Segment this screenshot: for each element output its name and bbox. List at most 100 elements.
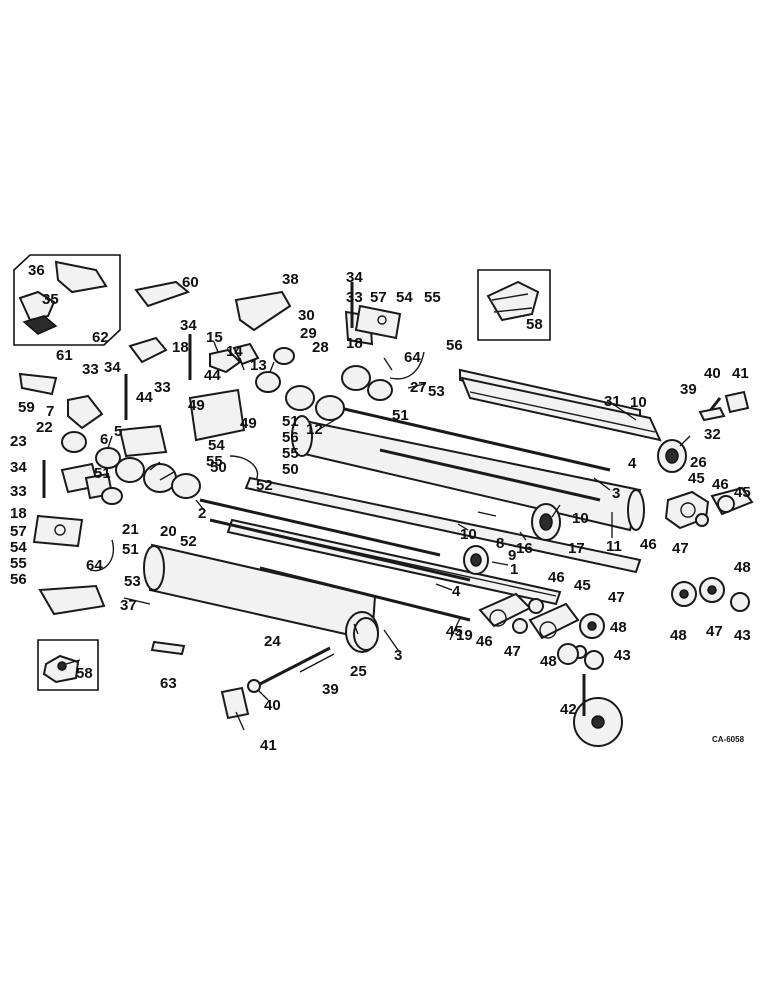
callout-18: 18: [10, 505, 27, 522]
callout-labels: 1 2 3 3 4 4 5 6 7 8 9 10 10 10 11 12 13 …: [10, 262, 751, 754]
callout-54: 54: [208, 437, 225, 454]
callout-33: 33: [346, 289, 363, 306]
callout-60: 60: [182, 274, 199, 291]
callout-38: 38: [282, 271, 299, 288]
callout-8: 8: [496, 535, 504, 552]
upper-roller: [291, 415, 645, 532]
callout-48: 48: [734, 559, 751, 576]
callout-64: 64: [86, 557, 103, 574]
callout-34: 34: [180, 317, 197, 334]
callout-50: 50: [282, 461, 299, 478]
callout-18: 18: [172, 339, 189, 356]
callout-42: 42: [560, 701, 577, 718]
callout-55: 55: [282, 445, 299, 462]
seals: [512, 513, 709, 659]
rod-39-assembly: [220, 390, 750, 720]
callout-24: 24: [264, 633, 281, 650]
callout-58: 58: [526, 316, 543, 333]
callout-51: 51: [392, 407, 409, 424]
callout-2: 2: [198, 505, 206, 522]
leader-lines: [65, 341, 691, 731]
callout-59: 59: [18, 399, 35, 416]
callout-48: 48: [610, 619, 627, 636]
callout-15: 15: [206, 329, 223, 346]
callout-52: 52: [180, 533, 197, 550]
top-bar-31: [460, 376, 662, 442]
callout-45: 45: [734, 484, 751, 501]
callout-29: 29: [300, 325, 317, 342]
callout-47: 47: [608, 589, 625, 606]
callout-10: 10: [630, 394, 647, 411]
callout-20: 20: [160, 523, 177, 540]
callout-39: 39: [322, 681, 339, 698]
callout-34: 34: [10, 459, 27, 476]
callout-11: 11: [606, 538, 622, 555]
callout-26: 26: [690, 454, 707, 471]
callout-4: 4: [452, 583, 461, 600]
callout-9: 9: [508, 547, 516, 564]
callout-55: 55: [10, 555, 27, 572]
callout-3: 3: [612, 485, 620, 502]
callout-46: 46: [476, 633, 493, 650]
callout-46: 46: [640, 536, 657, 553]
callout-37: 37: [120, 597, 137, 614]
callout-6: 6: [100, 431, 108, 448]
shafts: [199, 406, 611, 622]
callout-53: 53: [428, 383, 445, 400]
gears: [557, 577, 750, 747]
callout-18: 18: [346, 335, 363, 352]
callout-34: 34: [104, 359, 121, 376]
callout-48: 48: [540, 653, 557, 670]
callout-7: 7: [46, 403, 54, 420]
callout-64: 64: [404, 349, 421, 366]
callout-22: 22: [36, 419, 53, 436]
callout-56: 56: [10, 571, 27, 588]
callout-47: 47: [504, 643, 521, 660]
callout-45: 45: [446, 623, 463, 640]
callout-51: 51: [94, 465, 111, 482]
bearing-housings: [353, 439, 687, 651]
callout-58: 58: [76, 665, 93, 682]
callout-13: 13: [250, 357, 267, 374]
left-drive-components: [18, 372, 201, 616]
callout-45: 45: [688, 470, 705, 487]
drawing-code: CA-6058: [712, 735, 745, 744]
callout-28: 28: [312, 339, 329, 356]
callout-32: 32: [704, 426, 721, 443]
callout-40: 40: [704, 365, 721, 382]
callout-41: 41: [260, 737, 277, 754]
callout-50: 50: [210, 459, 227, 476]
callout-56: 56: [282, 429, 299, 446]
callout-23: 23: [10, 433, 27, 450]
callout-57: 57: [10, 523, 27, 540]
callout-53: 53: [124, 573, 141, 590]
strip-63: [150, 640, 186, 656]
callout-41: 41: [732, 365, 749, 382]
callout-36: 36: [28, 262, 45, 279]
callout-45: 45: [574, 577, 591, 594]
callout-1: 1: [510, 561, 518, 578]
callout-34: 34: [346, 269, 363, 286]
callout-57: 57: [370, 289, 387, 306]
upper-couplings: [188, 304, 402, 442]
callout-4: 4: [628, 455, 637, 472]
callout-44: 44: [136, 389, 153, 406]
callout-16: 16: [516, 540, 533, 557]
callout-39: 39: [680, 381, 697, 398]
callout-31: 31: [604, 393, 621, 410]
callout-17: 17: [568, 540, 585, 557]
upper-shields: [128, 280, 292, 364]
callout-55: 55: [206, 453, 223, 470]
callout-43: 43: [734, 627, 751, 644]
callout-33: 33: [154, 379, 171, 396]
callout-14: 14: [226, 343, 243, 360]
callout-52: 52: [256, 477, 273, 494]
callout-49: 49: [188, 397, 205, 414]
callout-5: 5: [114, 423, 122, 440]
callout-30: 30: [298, 307, 315, 324]
callout-54: 54: [396, 289, 413, 306]
callout-10: 10: [460, 526, 477, 543]
callout-62: 62: [92, 329, 109, 346]
flanges: [478, 486, 754, 640]
